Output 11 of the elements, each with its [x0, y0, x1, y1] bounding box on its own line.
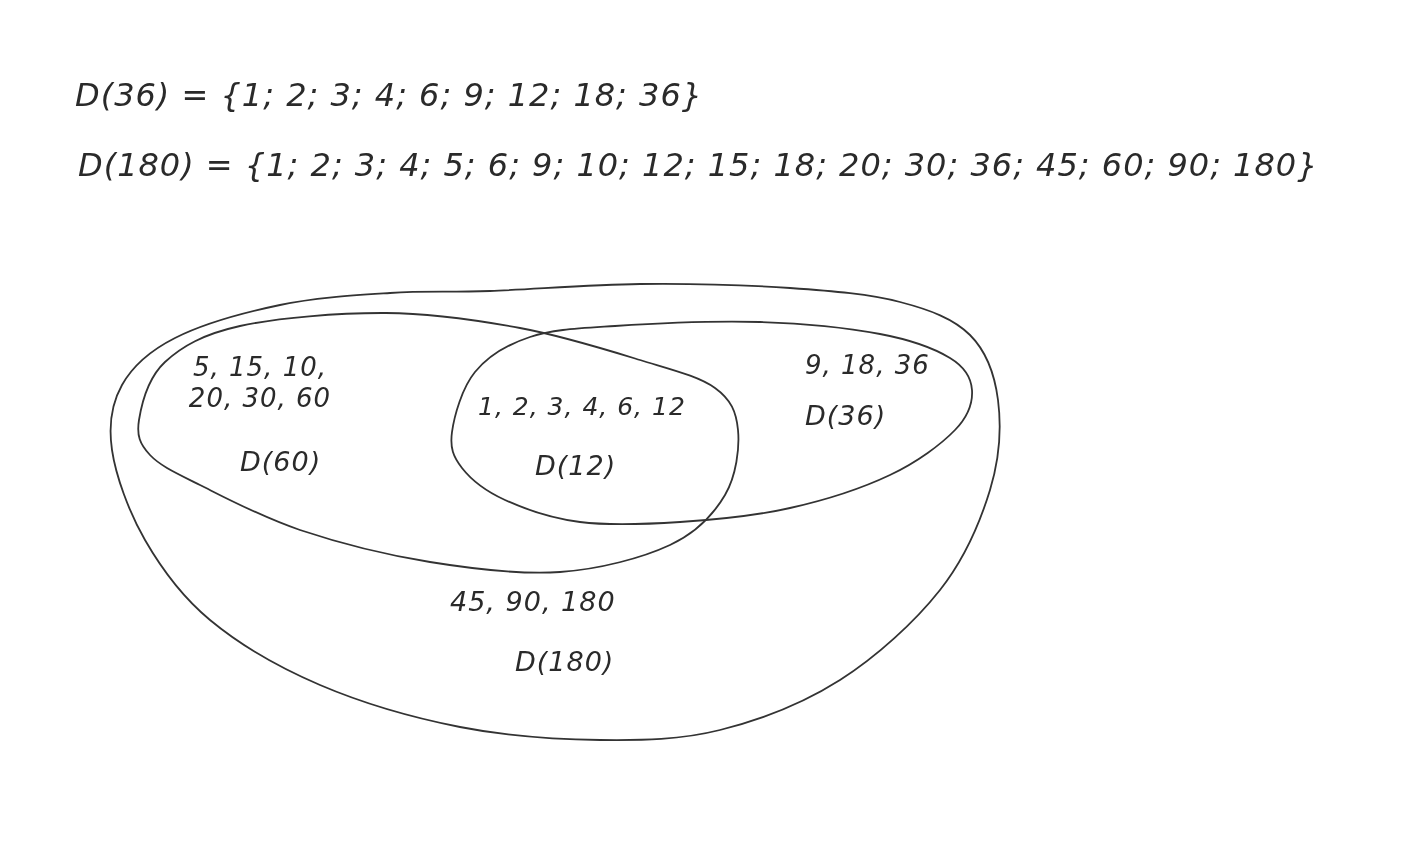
- equation: D(180) = {1; 2; 3; 4; 5; 6; 9; 10; 12; 15; 18; 20; 30; 36; 45; 60; 90; 180}: [78, 146, 1319, 185]
- set-label: D(36): [805, 400, 887, 433]
- element-list: 45, 90, 180: [450, 586, 616, 619]
- set-label: D(12): [535, 450, 617, 483]
- element-list: 1, 2, 3, 4, 6, 12: [478, 392, 686, 422]
- set-label: D(60): [240, 446, 322, 479]
- set-label: D(180): [515, 646, 615, 679]
- equation: D(36) = {1; 2; 3; 4; 6; 9; 12; 18; 36}: [75, 76, 704, 115]
- outer-set-loop: [110, 282, 1000, 742]
- element-list: 5, 15, 10, 20, 30, 60: [180, 352, 340, 415]
- element-list: 9, 18, 36: [805, 350, 930, 382]
